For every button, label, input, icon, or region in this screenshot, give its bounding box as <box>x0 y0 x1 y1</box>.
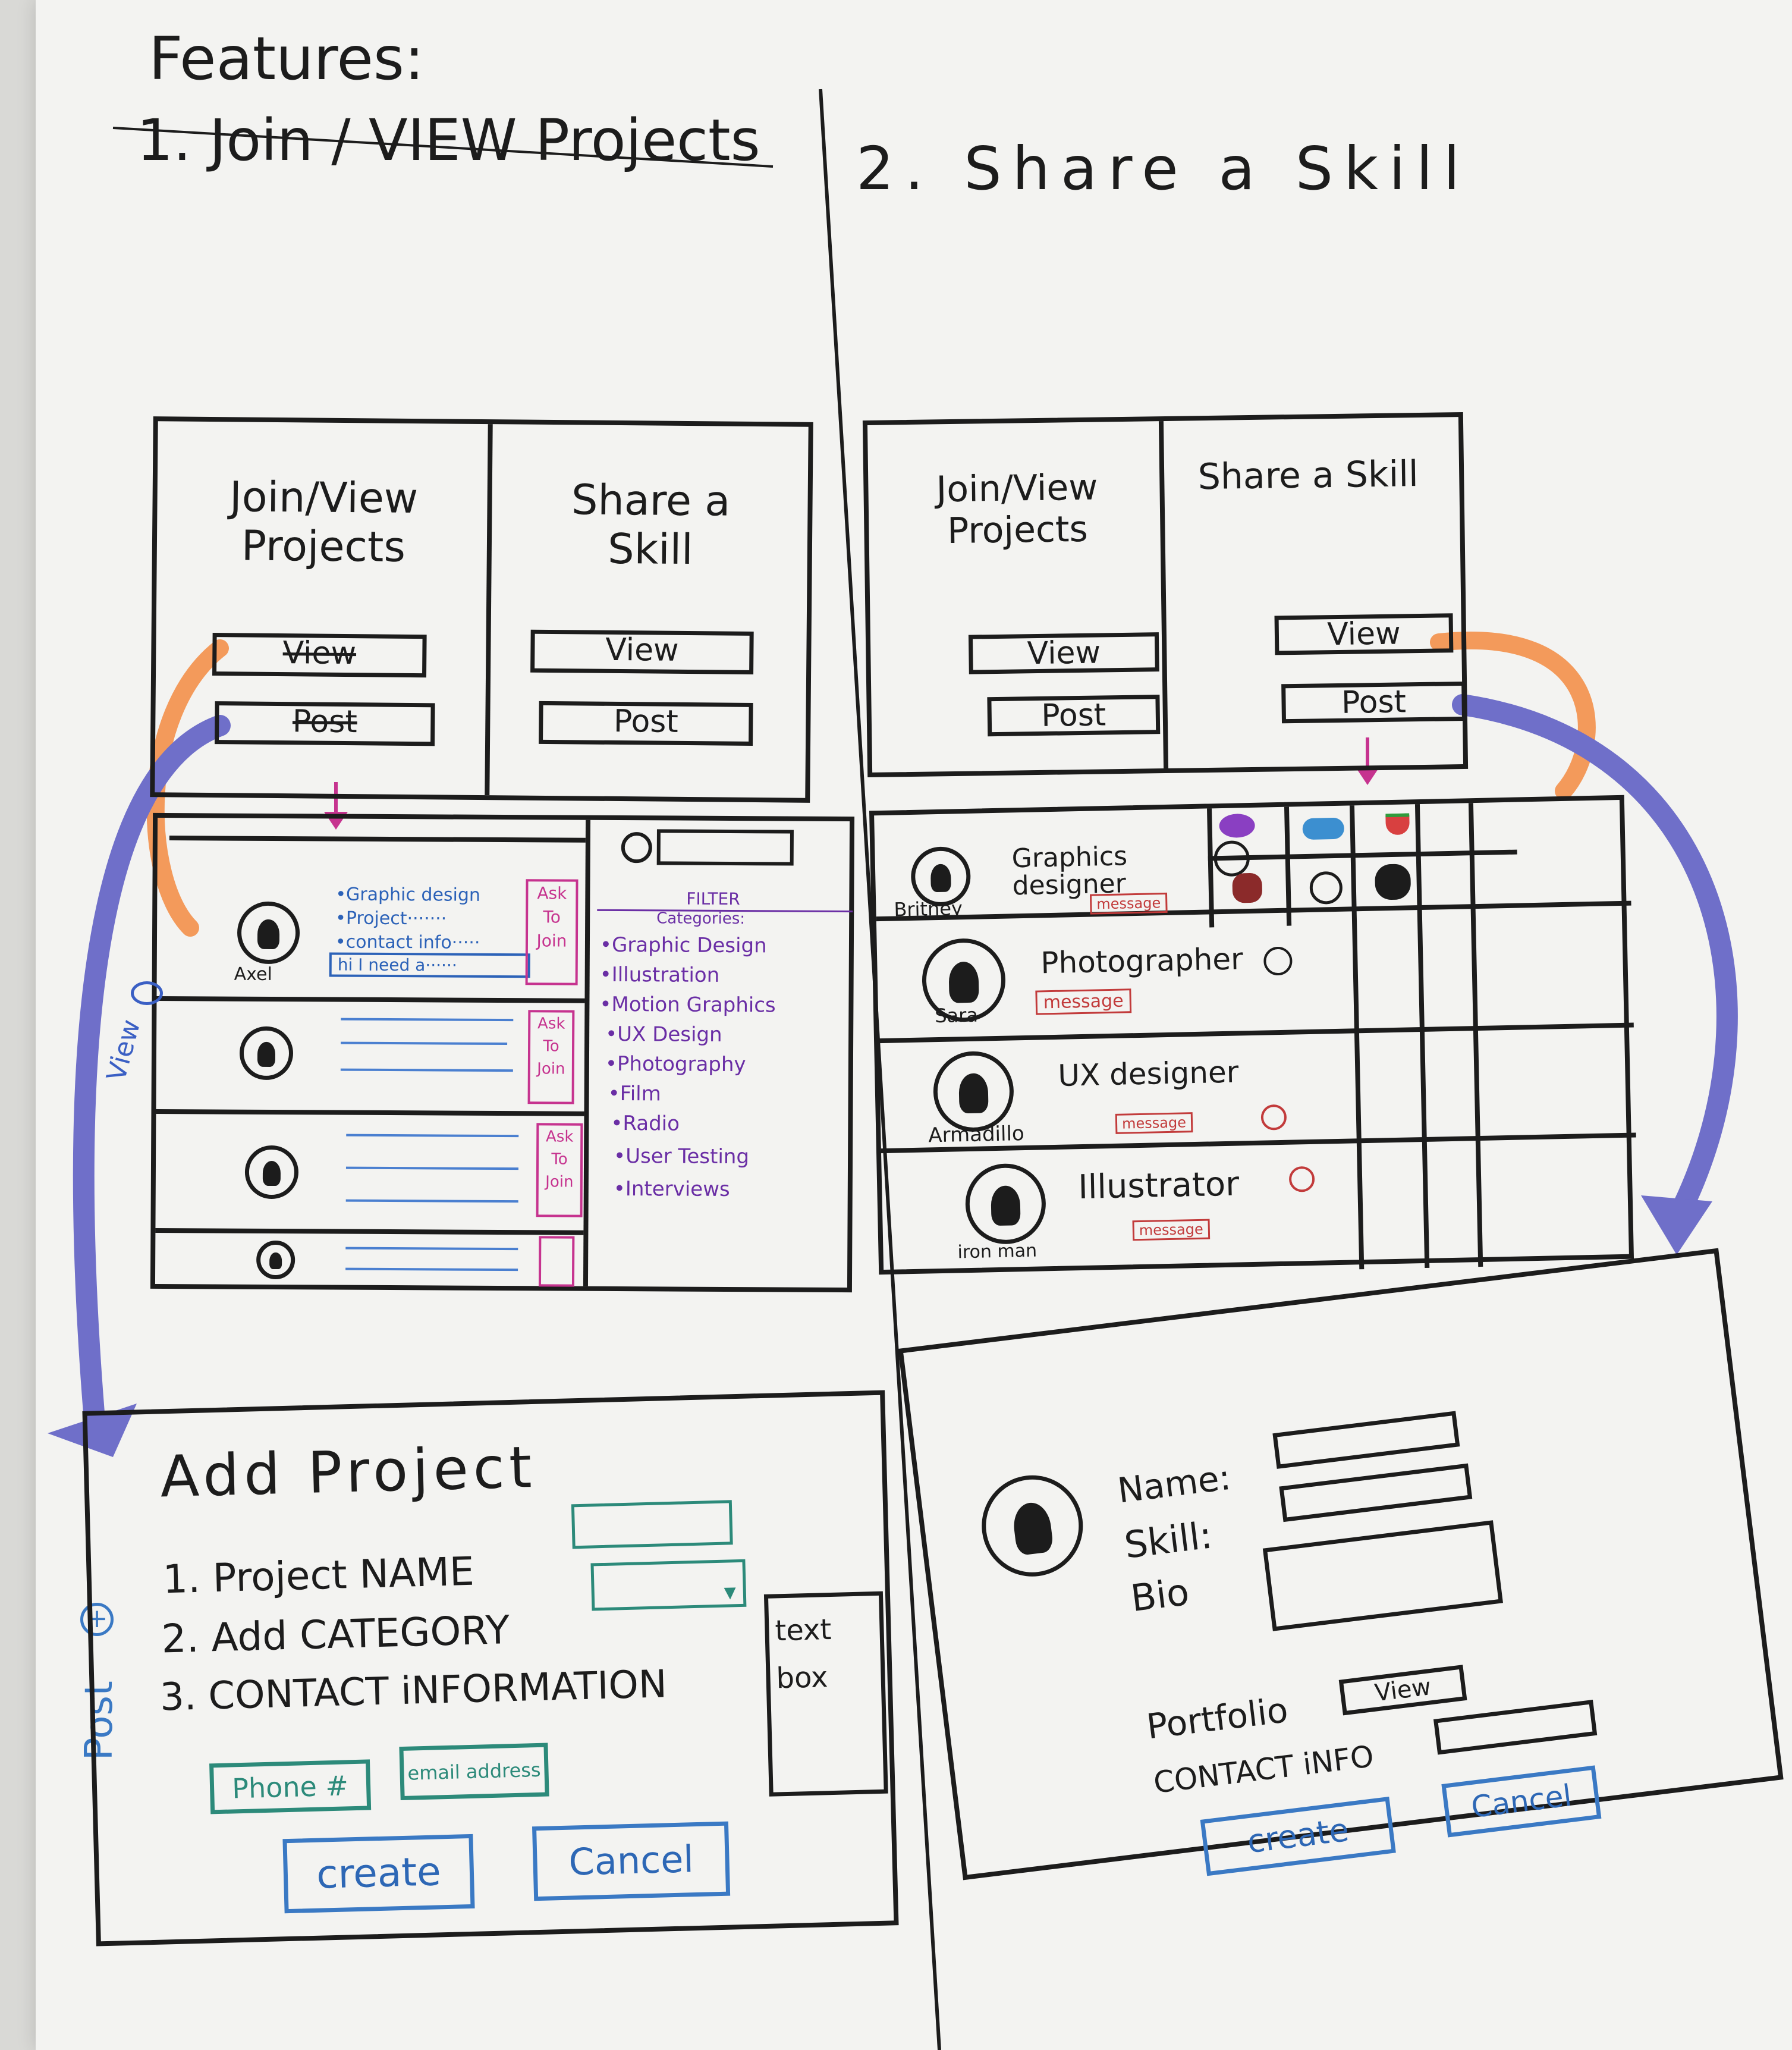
contact-info-input[interactable] <box>1433 1700 1598 1755</box>
message-button[interactable]: message <box>1115 1112 1193 1134</box>
avatar <box>976 1470 1089 1583</box>
filter-category[interactable]: •Illustration <box>599 962 720 987</box>
cat-silhouette-icon <box>1375 864 1411 900</box>
avatar <box>964 1163 1047 1245</box>
filter-category[interactable]: •Film <box>608 1081 661 1106</box>
skill-post-button[interactable]: Post <box>1281 681 1467 724</box>
filter-category[interactable]: •Radio <box>611 1111 680 1136</box>
skill-title: Photographer <box>1040 941 1244 981</box>
join-post-button[interactable]: Post <box>215 701 435 746</box>
skill-view-button[interactable]: View <box>530 629 754 674</box>
feature-join-view-projects: 1. Join / VIEW Projects <box>137 107 760 174</box>
step-add-category: 2. Add CATEGORY <box>161 1607 511 1662</box>
chevron-down-icon: ▼ <box>724 1584 737 1602</box>
skill-title: Illustrator <box>1077 1164 1240 1207</box>
skill-post-button[interactable]: Post <box>539 701 753 746</box>
avatar <box>244 1145 299 1200</box>
filter-title: FILTER <box>686 889 740 909</box>
project-detail: •contact info····· <box>335 931 480 953</box>
eye-icon <box>131 981 163 1005</box>
text-box[interactable]: text box <box>763 1591 888 1797</box>
skill-title: UX designer <box>1057 1054 1239 1093</box>
portfolio-label: Portfolio <box>1144 1689 1290 1747</box>
phone-input[interactable]: Phone # <box>209 1759 372 1814</box>
skull-icon <box>1309 871 1343 905</box>
avatar <box>932 1050 1015 1133</box>
filter-category[interactable]: •Interviews <box>613 1176 730 1202</box>
page-title: Features: <box>149 24 425 93</box>
bio-label: Bio <box>1128 1569 1191 1621</box>
join-view-button[interactable]: View <box>212 633 427 678</box>
message-button[interactable]: message <box>1035 988 1132 1015</box>
right-home-screen: Join/View Projects Share a Skill View Po… <box>862 412 1469 778</box>
ask-to-join-button[interactable]: Ask To Join <box>536 1123 583 1217</box>
project-detail: •Graphic design <box>335 884 481 906</box>
share-a-skill-heading: Share a Skill <box>571 475 731 574</box>
email-input[interactable]: email address <box>399 1743 549 1801</box>
add-project-screen: Add Project 1. Project NAME 2. Add CATEG… <box>82 1390 899 1947</box>
filter-category[interactable]: •Motion Graphics <box>599 992 776 1018</box>
avatar <box>239 1026 294 1081</box>
step-contact-information: 3. CONTACT iNFORMATION <box>159 1662 668 1720</box>
skill-user-name: Sara <box>934 1003 979 1028</box>
contact-info-label: CONTACT iNFO <box>1151 1738 1376 1800</box>
name-label: Name: <box>1115 1456 1233 1511</box>
share-a-skill-heading: Share a Skill <box>1197 453 1419 498</box>
plus-icon[interactable] <box>1213 840 1250 877</box>
skill-input[interactable] <box>1279 1463 1473 1522</box>
plus-circle-icon: + <box>80 1603 114 1636</box>
project-name-input[interactable] <box>571 1500 733 1549</box>
watermelon-icon <box>1385 813 1410 836</box>
filter-subtitle: Categories: <box>656 909 746 928</box>
info-icon[interactable] <box>1288 1166 1315 1192</box>
name-input[interactable] <box>1272 1411 1460 1469</box>
cat-icon <box>1232 872 1263 903</box>
category-select[interactable]: ▼ <box>590 1559 747 1611</box>
skill-user-name: Britney <box>894 897 963 921</box>
join-view-projects-heading: Join/View Projects <box>936 466 1098 552</box>
filter-category[interactable]: •User Testing <box>613 1144 750 1169</box>
ask-to-join-button[interactable]: Ask To Join <box>525 879 579 985</box>
filter-category[interactable]: •Photography <box>605 1051 746 1077</box>
add-project-title: Add Project <box>159 1433 537 1511</box>
skill-title: Graphics designer <box>1011 841 1128 902</box>
text-box-label: text box <box>774 1612 832 1696</box>
palette-icon <box>1219 813 1256 839</box>
avatar <box>256 1240 295 1280</box>
search-icon[interactable] <box>621 832 652 864</box>
flipchart-paper <box>36 0 1792 2050</box>
cancel-button[interactable]: Cancel <box>532 1821 731 1901</box>
bio-input[interactable] <box>1262 1520 1503 1631</box>
feature-share-a-skill: 2. Share a Skill <box>856 134 1471 203</box>
portfolio-view-button[interactable]: View <box>1338 1665 1467 1716</box>
ask-to-join-button[interactable] <box>538 1236 575 1287</box>
ask-to-join-button[interactable]: Ask To Join <box>527 1010 575 1104</box>
join-view-button[interactable]: View <box>968 632 1159 674</box>
search-input[interactable] <box>656 829 794 866</box>
info-icon[interactable] <box>1260 1104 1287 1131</box>
info-icon[interactable] <box>1263 946 1293 976</box>
filter-category[interactable]: •Graphic Design <box>599 933 767 958</box>
step-project-name: 1. Project NAME <box>162 1548 475 1603</box>
join-post-button[interactable]: Post <box>987 695 1161 737</box>
left-home-screen: Join/View Projects Share a Skill View Po… <box>150 416 813 803</box>
message-button[interactable]: message <box>1089 892 1168 915</box>
skill-label: Skill: <box>1122 1513 1215 1567</box>
message-button[interactable]: message <box>1132 1219 1211 1241</box>
skill-form-screen: Name: Skill: Bio Portfolio View CONTACT … <box>898 1248 1784 1881</box>
cloud-icon <box>1302 817 1345 840</box>
filter-category[interactable]: •UX Design <box>605 1022 722 1047</box>
avatar <box>237 901 300 965</box>
project-list-screen: Axel •Graphic design •Project······· •co… <box>150 812 855 1293</box>
project-note-input[interactable]: hi I need a······ <box>329 952 530 978</box>
project-detail: •Project······· <box>335 908 447 930</box>
skill-view-button[interactable]: View <box>1274 613 1454 655</box>
create-button[interactable]: create <box>282 1834 475 1914</box>
skill-user-name: iron man <box>957 1240 1038 1263</box>
skill-user-name: Armadillo <box>928 1122 1025 1148</box>
project-owner-name: Axel <box>234 963 272 985</box>
join-view-projects-heading: Join/View Projects <box>229 472 419 572</box>
skill-list-screen: Britney Graphics designer message Sara P… <box>869 795 1636 1275</box>
